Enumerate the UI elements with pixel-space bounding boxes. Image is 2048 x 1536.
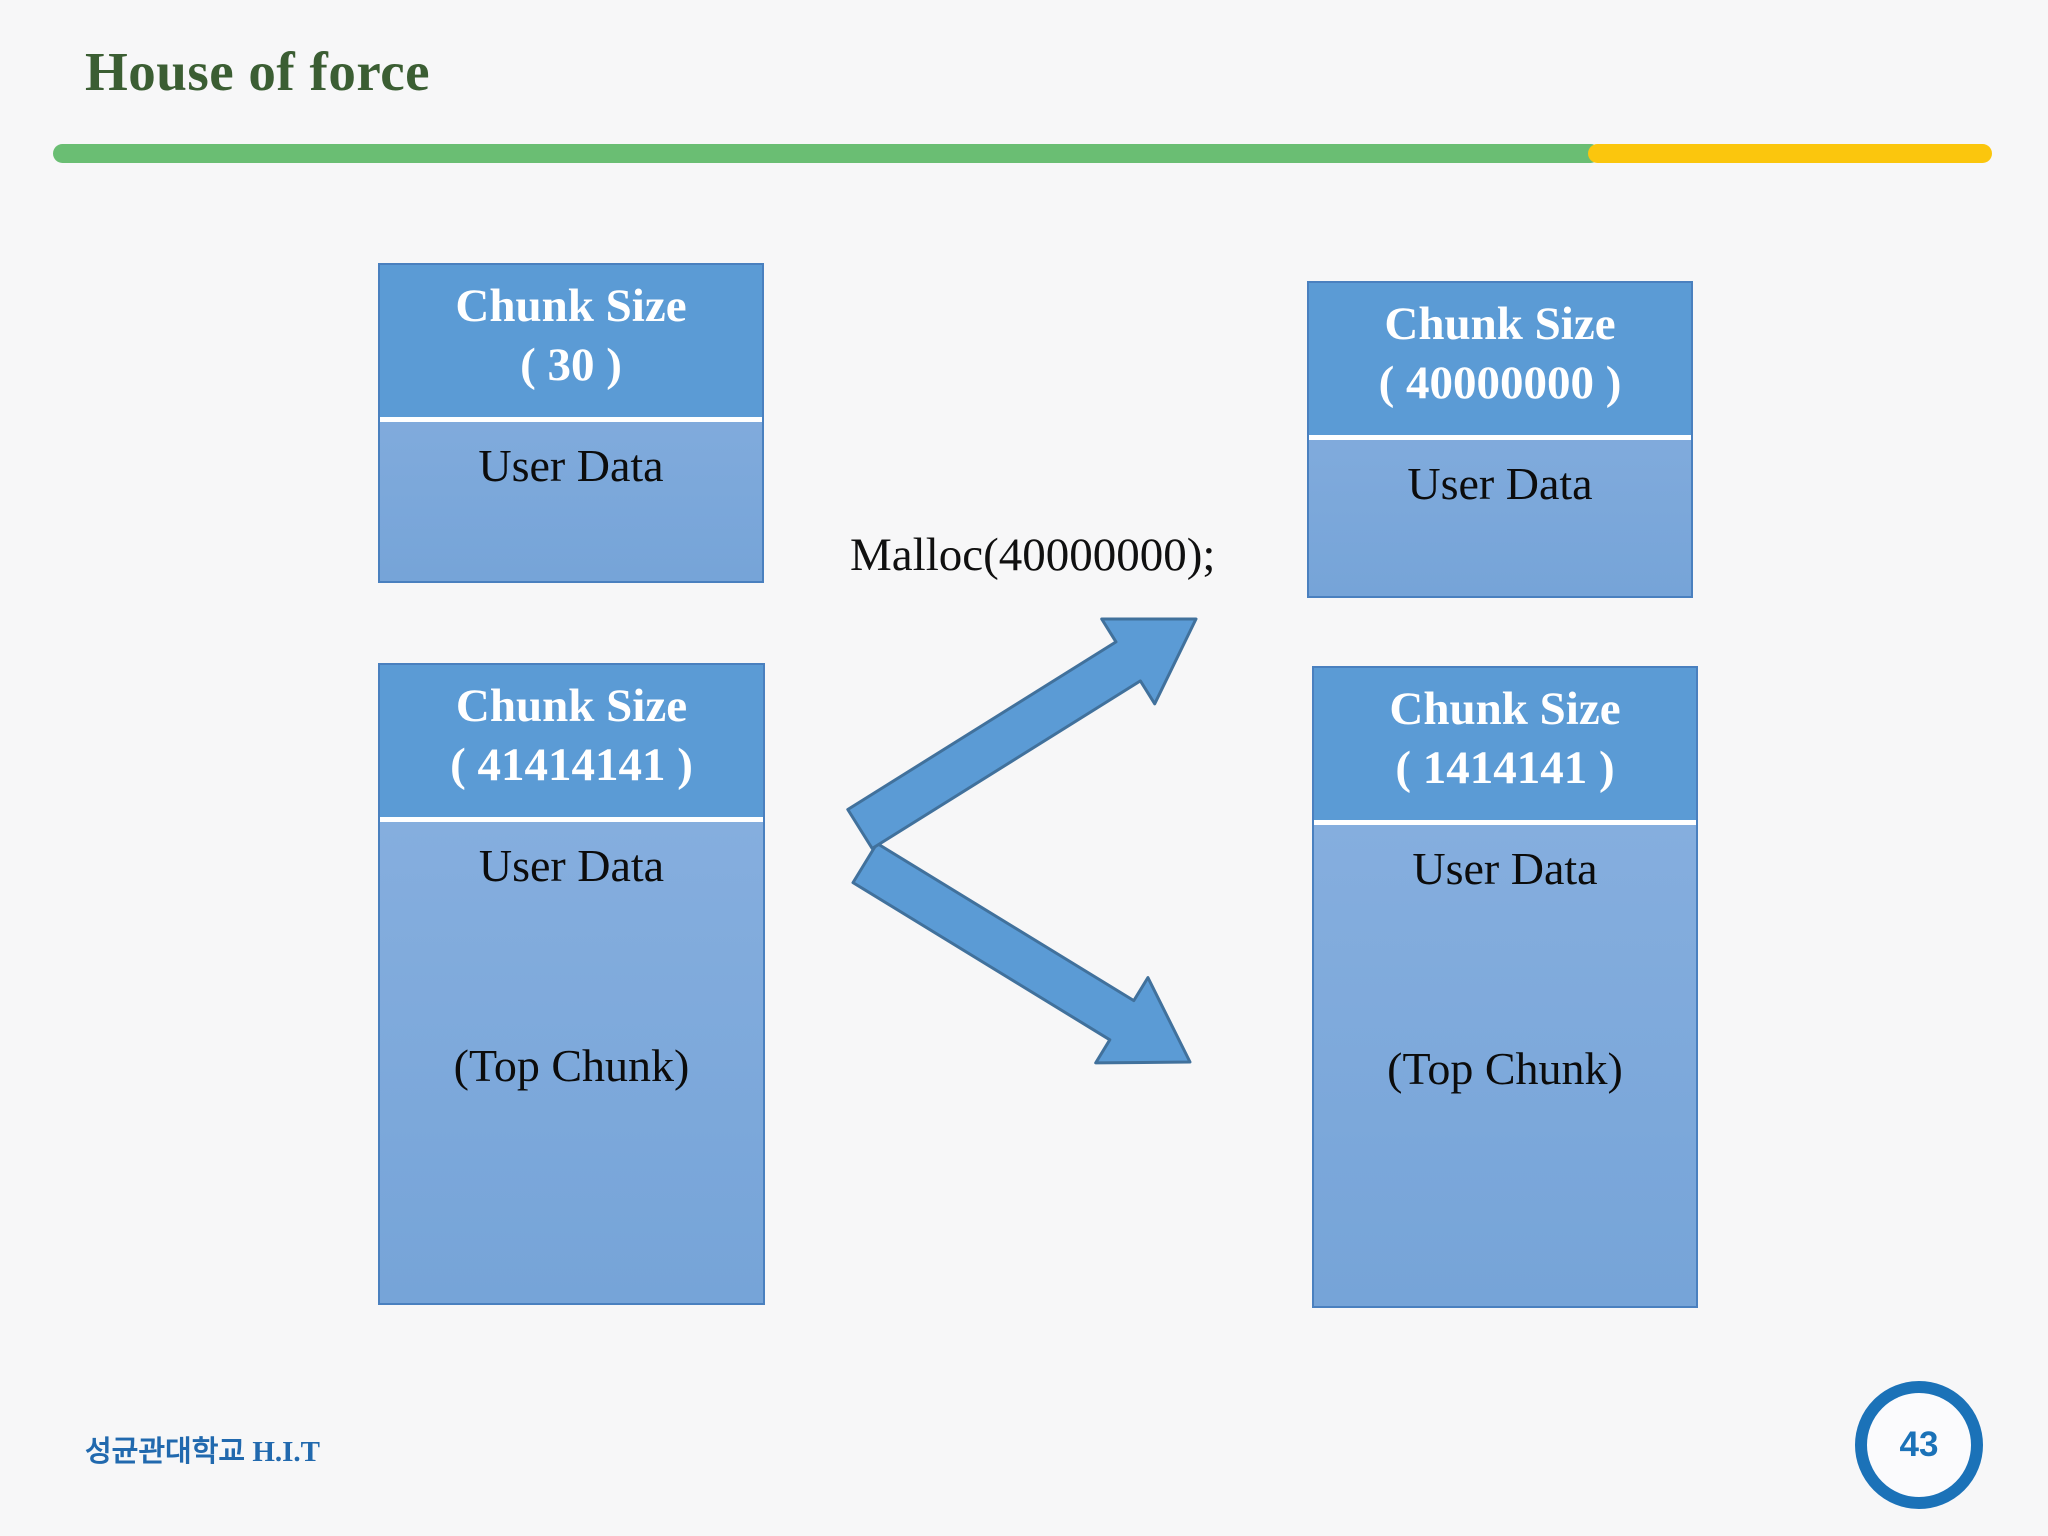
chunk-header: Chunk Size ( 40000000 )	[1309, 283, 1691, 440]
user-data-label: User Data	[1407, 458, 1593, 509]
footer-organization: 성균관대학교 H.I.T	[85, 1436, 321, 1468]
chunk-body: User Data	[1309, 454, 1691, 514]
chunk-box-before-top: Chunk Size ( 41414141 ) User Data (Top C…	[378, 663, 765, 1305]
chunk-size-label: Chunk Size	[455, 280, 687, 332]
page-number-badge: 43	[1855, 1381, 1983, 1509]
chunk-size-label: Chunk Size	[1384, 298, 1616, 350]
chunk-body: User Data (Top Chunk)	[380, 836, 763, 1091]
chunk-box-after-allocated: Chunk Size ( 40000000 ) User Data	[1307, 281, 1693, 598]
page-number: 43	[1899, 1425, 1939, 1464]
chunk-header: Chunk Size ( 30 )	[380, 265, 762, 422]
chunk-size-value: ( 1414141 )	[1395, 742, 1615, 794]
arrow-down-right-icon	[851, 841, 1192, 1065]
chunk-body: User Data (Top Chunk)	[1314, 839, 1696, 1094]
malloc-call-label: Malloc(40000000);	[850, 529, 1216, 581]
user-data-label: User Data	[1412, 843, 1598, 894]
chunk-box-before-allocated: Chunk Size ( 30 ) User Data	[378, 263, 764, 583]
chunk-size-value: ( 40000000 )	[1378, 357, 1622, 409]
chunk-size-value: ( 41414141 )	[450, 739, 693, 791]
accent-bar-yellow	[1588, 144, 1992, 163]
arrow-up-right-icon	[846, 617, 1198, 850]
chunk-header: Chunk Size ( 1414141 )	[1314, 668, 1696, 825]
chunk-header: Chunk Size ( 41414141 )	[380, 665, 763, 822]
slide-title: House of force	[85, 41, 431, 102]
chunk-size-value: ( 30 )	[520, 339, 622, 391]
chunk-size-label: Chunk Size	[455, 680, 688, 732]
chunk-body: User Data	[380, 436, 762, 496]
chunk-size-label: Chunk Size	[1389, 683, 1621, 735]
top-chunk-label: (Top Chunk)	[1387, 1043, 1623, 1094]
top-chunk-label: (Top Chunk)	[453, 1040, 690, 1091]
user-data-label: User Data	[478, 440, 664, 491]
chunk-box-after-top: Chunk Size ( 1414141 ) User Data (Top Ch…	[1312, 666, 1698, 1308]
accent-bar-green	[53, 144, 1600, 163]
user-data-label: User Data	[478, 840, 665, 891]
